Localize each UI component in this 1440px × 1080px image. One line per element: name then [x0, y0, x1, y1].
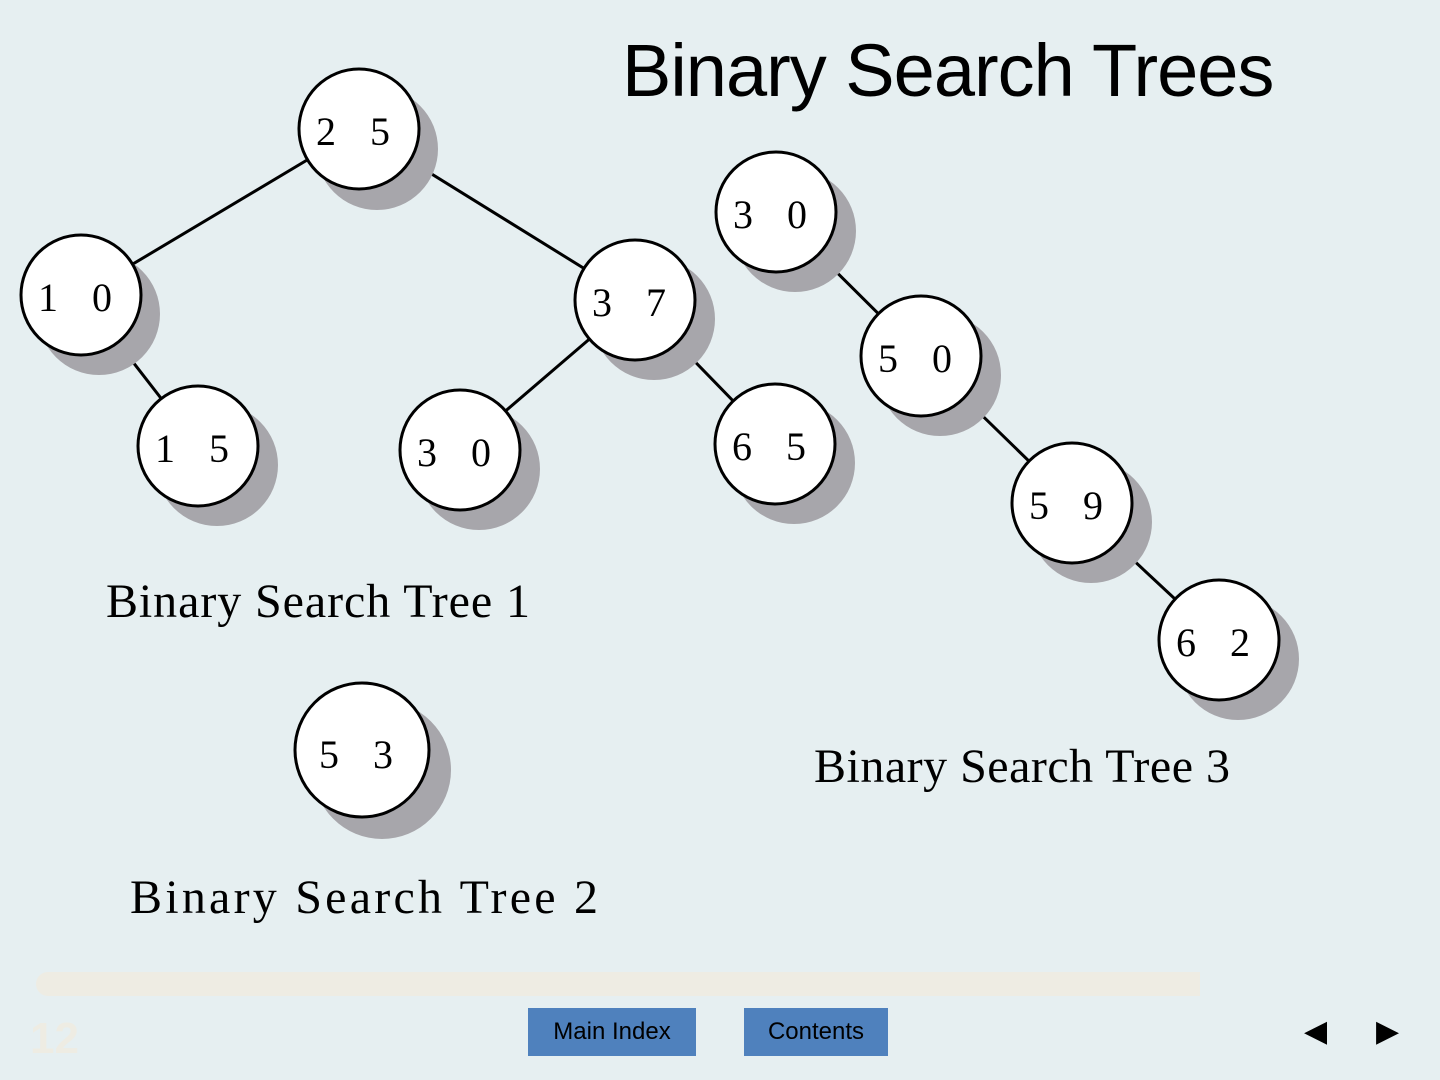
node-label: 5 0 [878, 336, 964, 381]
tree-node: 3 0 [398, 388, 540, 530]
footer-decorative-bar [36, 972, 1200, 996]
tree-node: 3 7 [573, 238, 715, 380]
tree-node: 3 0 [714, 150, 856, 292]
node-label: 3 7 [592, 280, 678, 325]
node-label: 6 2 [1176, 620, 1262, 665]
main-index-button[interactable]: Main Index [528, 1008, 696, 1056]
tree-node: 5 9 [1010, 441, 1152, 583]
contents-button[interactable]: Contents [744, 1008, 888, 1056]
next-slide-icon[interactable]: ▶ [1376, 1015, 1400, 1048]
tree-node: 1 0 [19, 233, 160, 375]
tree-node: 2 5 [297, 67, 438, 210]
node-label: 5 3 [319, 732, 405, 777]
tree-caption-1: Binary Search Tree 1 [106, 575, 538, 628]
tree-caption-3: Binary Search Tree 3 [814, 740, 1238, 793]
node-label: 5 9 [1029, 483, 1115, 528]
node-label: 3 0 [417, 430, 503, 475]
node-label: 6 5 [732, 424, 818, 469]
previous-slide-icon[interactable]: ◀ [1304, 1015, 1328, 1048]
tree-node: 6 5 [713, 382, 855, 524]
slide-title: Binary Search Trees [622, 29, 1274, 112]
node-label: 3 0 [733, 192, 819, 237]
tree-node: 6 2 [1157, 578, 1299, 720]
node-label: 1 0 [38, 275, 124, 320]
bst-diagram: 2 5 1 0 3 7 1 5 3 0 6 5 5 3 3 0 [19, 67, 1299, 924]
node-label: 2 5 [316, 109, 402, 154]
tree-node: 1 5 [136, 384, 278, 526]
tree-node: 5 3 [293, 681, 451, 839]
page-number: 12 [30, 1014, 79, 1063]
node-label: 1 5 [155, 426, 241, 471]
tree-node: 5 0 [859, 294, 1001, 436]
tree-caption-2: Binary Search Tree 2 [130, 871, 606, 924]
